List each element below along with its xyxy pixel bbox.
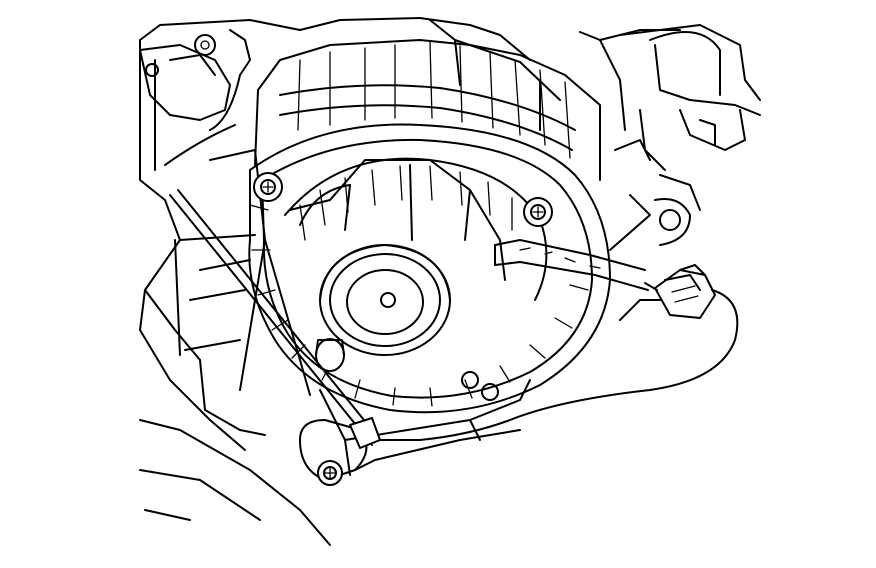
housing-screw-lower [461,371,499,401]
hvac-module-housing [139,17,761,546]
blower-motor-bracket [248,39,611,481]
blower-wheel [284,157,548,301]
blower-motor [315,244,451,372]
mounting-screw-right [523,197,553,227]
mounting-screw-upper-left [253,172,283,202]
mounting-screws [253,172,553,486]
mounting-screw-lower [317,460,343,486]
electrical-connector [644,264,716,319]
wire-harness [169,189,739,449]
